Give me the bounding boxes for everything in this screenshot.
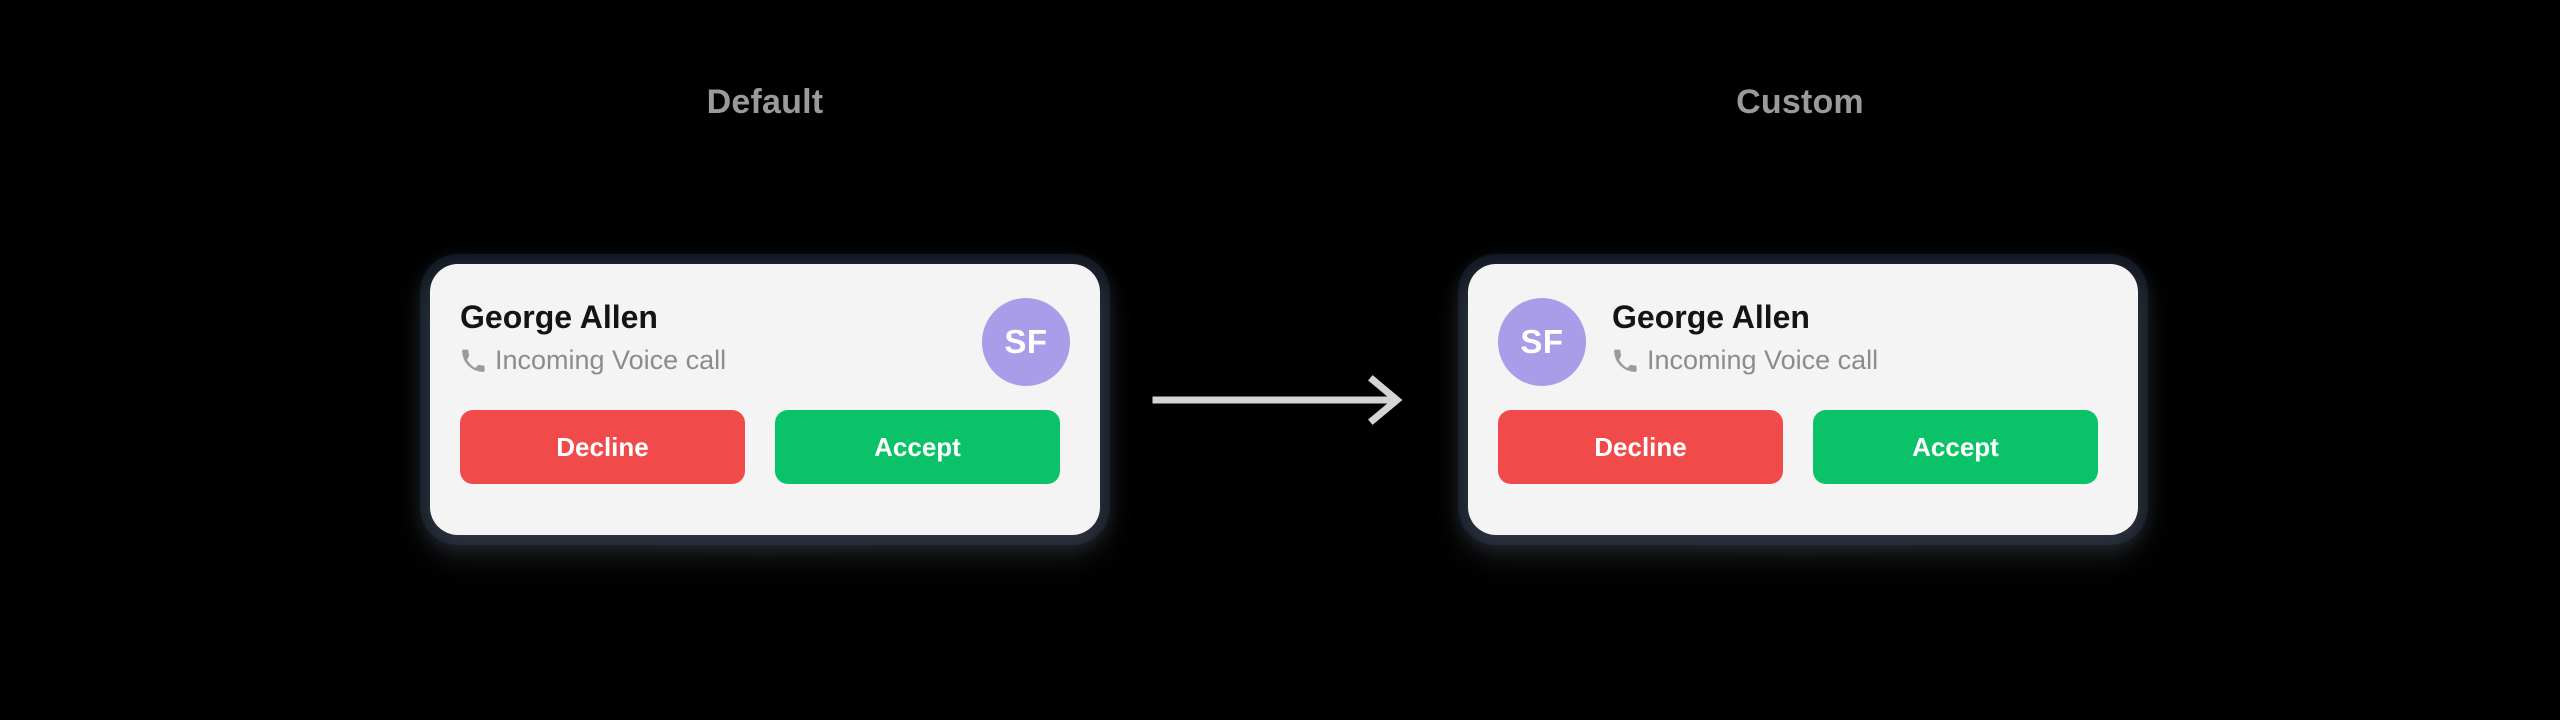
accept-button[interactable]: Accept [1813,410,2098,484]
call-status-text: Incoming Voice call [495,345,727,375]
caller-name: George Allen [1612,299,1810,335]
arrow-right-icon [1152,375,1403,425]
caller-info-custom: George Allen Incoming Voice call [1612,298,2108,377]
column-title-custom: Custom [1736,83,1864,121]
phone-call-icon [462,349,485,372]
call-status-row: Incoming Voice call [1612,344,2108,377]
call-notification-card-default[interactable]: George Allen Incoming Voice call SF Decl… [430,264,1100,535]
card-header-custom: SF George Allen Incoming Voice call [1498,298,2108,394]
avatar: SF [1498,298,1586,386]
card-actions-default: Decline Accept [460,410,1070,484]
phone-call-icon [1614,349,1637,372]
card-actions-custom: Decline Accept [1498,410,2108,484]
call-notification-card-custom[interactable]: SF George Allen Incoming Voice call Decl… [1468,264,2138,535]
accept-button[interactable]: Accept [775,410,1060,484]
caller-info-default: George Allen Incoming Voice call [460,298,982,377]
call-status-text: Incoming Voice call [1647,345,1879,375]
column-title-default: Default [706,83,824,121]
decline-button[interactable]: Decline [1498,410,1783,484]
avatar-initials: SF [1520,323,1564,360]
caller-name: George Allen [460,299,658,335]
avatar: SF [982,298,1070,386]
decline-button[interactable]: Decline [460,410,745,484]
card-header-default: George Allen Incoming Voice call SF [460,298,1070,394]
avatar-initials: SF [1004,323,1048,360]
call-status-row: Incoming Voice call [460,344,966,377]
